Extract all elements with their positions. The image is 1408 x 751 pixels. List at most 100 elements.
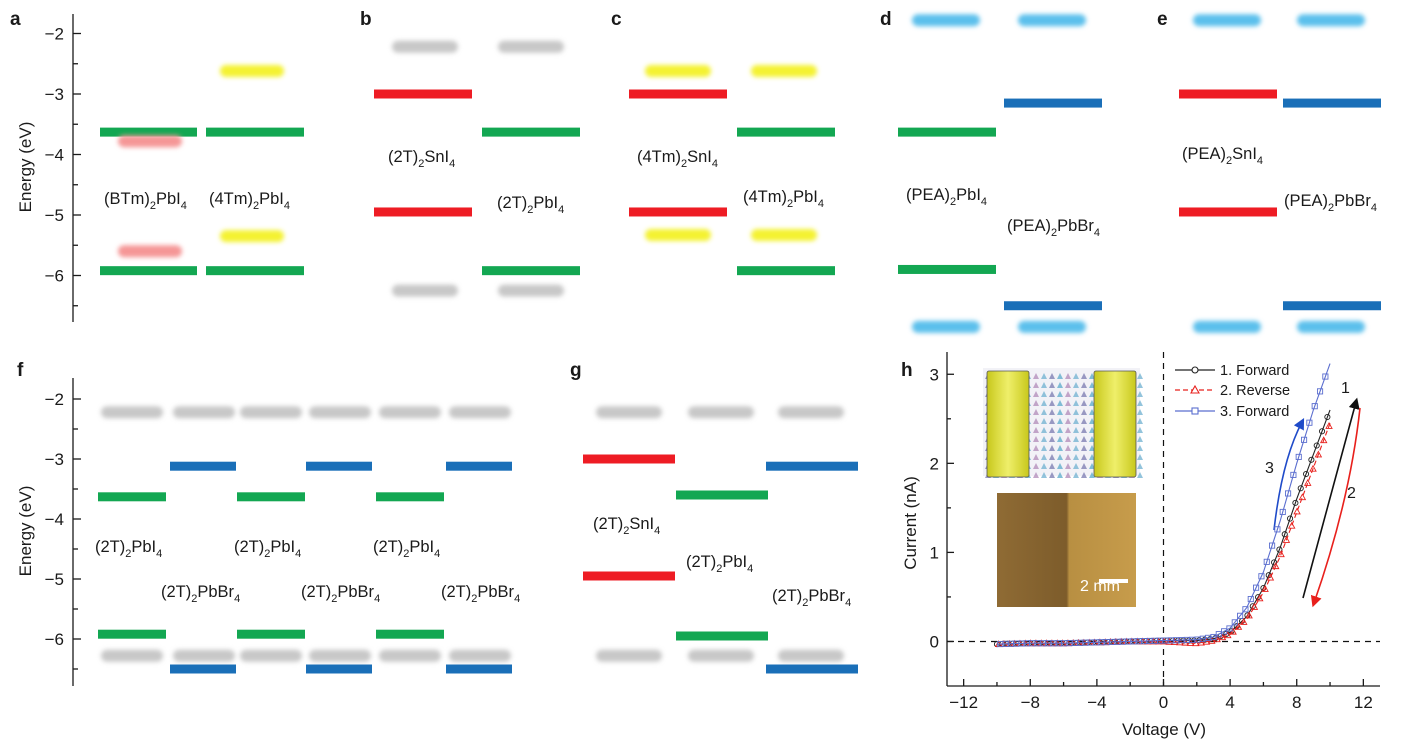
bottom-energy-axis: −2−3−4−5−6	[45, 378, 81, 686]
iv-point-forward-3	[1226, 625, 1233, 632]
iv-point-forward-3	[1274, 526, 1281, 533]
lattice-unit	[1049, 445, 1055, 451]
panel-d-material-1: (PEA)2PbI4	[906, 186, 987, 208]
lattice-unit	[1033, 454, 1039, 460]
lattice-unit	[1065, 436, 1071, 442]
lattice-unit	[1089, 436, 1095, 442]
lattice-unit	[1057, 454, 1063, 460]
diffuse-energy-level-bar	[240, 406, 302, 419]
panel-g-material-1: (2T)2SnI4	[593, 515, 660, 537]
iv-point-forward-3	[1247, 596, 1254, 603]
energy-level-bar	[583, 571, 675, 581]
energy-level-bar	[898, 127, 996, 137]
energy-level-bar	[206, 127, 304, 137]
energy-tick-label: −3	[45, 450, 64, 469]
lattice-unit	[1065, 400, 1071, 406]
iv-point-reverse	[1234, 622, 1243, 630]
lattice-unit	[1049, 391, 1055, 397]
lattice-unit	[1137, 373, 1143, 379]
lattice-unit	[1081, 409, 1087, 415]
sweep-direction-arrows: 3 1 2	[1265, 380, 1361, 608]
iv-y-tick-label: 3	[930, 365, 939, 384]
lattice-unit	[1065, 445, 1071, 451]
iv-point-reverse	[1282, 535, 1291, 543]
panel-b-energy-levels	[374, 40, 580, 297]
energy-tick-label: −4	[45, 146, 64, 165]
lattice-unit	[1081, 463, 1087, 469]
lattice-unit	[1041, 454, 1047, 460]
lattice-unit	[1049, 373, 1055, 379]
lattice-unit	[1073, 409, 1079, 415]
bottom-energy-axis-label: Energy (eV)	[16, 486, 35, 577]
legend-marker-square	[1191, 407, 1199, 415]
energy-level-bar	[100, 127, 197, 137]
panel-f-pbbr-label-1: (2T)2PbBr4	[161, 583, 240, 605]
energy-level-bar	[766, 461, 858, 471]
lattice-unit	[1041, 373, 1047, 379]
lattice-unit	[1033, 391, 1039, 397]
device-photo	[997, 493, 1136, 607]
iv-point-reverse	[1224, 631, 1232, 639]
iv-point-reverse	[1319, 436, 1328, 444]
panel-f-letter: f	[17, 360, 24, 381]
electrode-right	[1093, 370, 1137, 478]
iv-y-tick-label: 1	[930, 543, 939, 562]
lattice-unit	[1065, 472, 1071, 478]
lattice-unit	[1073, 472, 1079, 478]
lattice-unit	[1137, 445, 1143, 451]
lattice-unit	[1057, 373, 1063, 379]
panel-d-material-2: (PEA)2PbBr4	[1007, 217, 1100, 239]
energy-level-bar	[1179, 207, 1277, 217]
iv-x-tick-label: −4	[1087, 693, 1106, 712]
lattice-unit	[1057, 445, 1063, 451]
diffuse-energy-level-bar	[498, 40, 564, 53]
lattice-unit	[1073, 463, 1079, 469]
legend-marker-circle	[1191, 366, 1199, 374]
lattice-unit	[1041, 436, 1047, 442]
lattice-unit	[1081, 382, 1087, 388]
iv-point-forward-1	[1287, 515, 1294, 522]
panel-a-material-1: (BTm)2PbI4	[104, 190, 187, 212]
lattice-unit	[1089, 427, 1095, 433]
panel-b-material-2: (2T)2PbI4	[497, 194, 564, 216]
lattice-unit	[1065, 427, 1071, 433]
legend-label-forward-3: 3. Forward	[1220, 404, 1289, 420]
lattice-unit	[1073, 454, 1079, 460]
iv-point-reverse	[1271, 562, 1280, 570]
diffuse-energy-level-bar	[688, 649, 754, 662]
lattice-unit	[1065, 373, 1071, 379]
energy-level-bar	[676, 631, 768, 641]
panel-g-material-2: (2T)2PbI4	[686, 553, 753, 575]
lattice-unit	[1057, 463, 1063, 469]
iv-x-tick-label: 4	[1225, 693, 1234, 712]
iv-point-reverse	[1293, 507, 1301, 515]
energy-tick-label: −6	[45, 267, 64, 286]
iv-x-tick-label: −8	[1021, 693, 1040, 712]
iv-point-reverse	[1266, 573, 1275, 581]
legend-marker-triangle	[1190, 384, 1200, 394]
energy-level-bar	[446, 664, 512, 674]
iv-point-reverse	[1256, 594, 1264, 602]
panel-c-letter: c	[611, 9, 622, 30]
diffuse-energy-level-bar	[778, 649, 844, 662]
energy-level-bar	[482, 127, 580, 137]
lattice-unit	[1041, 382, 1047, 388]
energy-level-bar	[237, 629, 305, 639]
iv-point-forward-3	[1301, 436, 1308, 443]
energy-level-bar	[374, 207, 472, 217]
lattice-unit	[1065, 418, 1071, 424]
scale-bar-label: 2 mm	[1080, 578, 1120, 595]
panel-d-energy-levels	[898, 14, 1102, 333]
iv-point-forward-1	[1276, 546, 1283, 553]
iv-y-tick-label: 0	[930, 632, 939, 651]
iv-point-forward-3	[1285, 490, 1292, 497]
energy-level-bar	[98, 629, 166, 639]
energy-level-bar	[898, 264, 996, 274]
lattice-unit	[1049, 472, 1055, 478]
energy-tick-label: −2	[45, 390, 64, 409]
lattice-unit	[1081, 454, 1087, 460]
lattice-unit	[1137, 400, 1143, 406]
lattice-unit	[1033, 409, 1039, 415]
electrode-left	[986, 370, 1030, 478]
iv-point-forward-3	[1242, 606, 1249, 613]
